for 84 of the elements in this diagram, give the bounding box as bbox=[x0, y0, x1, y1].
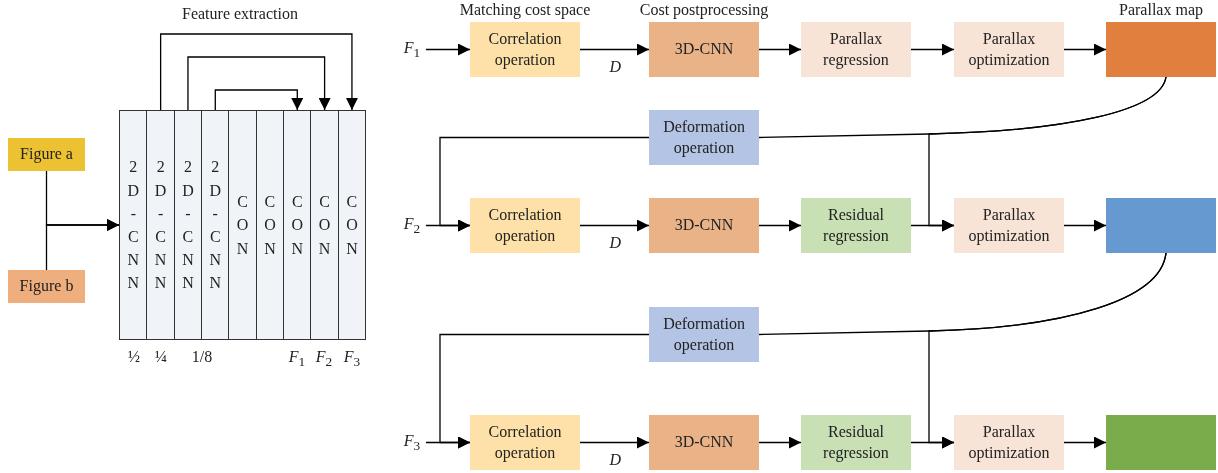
layer-column bbox=[228, 110, 257, 340]
layer-label: 2D-CNN bbox=[209, 157, 222, 294]
layer-label: CON bbox=[318, 192, 331, 259]
layer-label: CON bbox=[263, 192, 276, 259]
layer-label: 2D-CNN bbox=[181, 157, 195, 294]
scale-label: ¼ bbox=[155, 348, 167, 366]
process-box bbox=[954, 22, 1064, 77]
arrow bbox=[579, 219, 650, 232]
process-box bbox=[8, 270, 85, 303]
layer-column bbox=[310, 110, 339, 340]
column-heading: Matching cost space bbox=[459, 1, 591, 19]
result-map-block bbox=[1106, 22, 1216, 77]
result-map-block bbox=[1106, 415, 1216, 470]
edge-label: D bbox=[608, 451, 623, 468]
box-label: Parallax optimization bbox=[967, 28, 1051, 71]
column-heading: Parallax map bbox=[1119, 1, 1203, 19]
process-box bbox=[8, 138, 85, 171]
arrow bbox=[758, 436, 802, 449]
feature-label: F$_{3}$ bbox=[343, 348, 361, 370]
process-box bbox=[649, 307, 759, 362]
arrow bbox=[1063, 219, 1107, 232]
arrow bbox=[910, 219, 955, 232]
process-box bbox=[954, 415, 1064, 470]
arrow bbox=[1063, 436, 1107, 449]
edge-label: D bbox=[608, 234, 623, 251]
arrow bbox=[425, 436, 471, 449]
feature-label: F$_{1}$ bbox=[288, 348, 306, 370]
process-box bbox=[954, 198, 1064, 253]
process-box bbox=[470, 22, 580, 77]
input-label: F$_{2}$ bbox=[398, 214, 426, 238]
box-label: Residual regression bbox=[822, 421, 890, 464]
scale-label: ½ bbox=[128, 348, 140, 366]
process-box bbox=[649, 415, 759, 470]
arrow bbox=[910, 43, 955, 56]
box-label: Parallax regression bbox=[822, 28, 890, 71]
input-label: F$_{3}$ bbox=[398, 431, 426, 455]
box-label: Deformation operation bbox=[662, 313, 746, 356]
column-heading: Cost postprocessing bbox=[639, 1, 769, 19]
arrow bbox=[425, 219, 471, 232]
box-label: Correlation operation bbox=[487, 421, 563, 464]
layer-label: 2D-CNN bbox=[154, 157, 167, 294]
process-box bbox=[801, 22, 911, 77]
process-box bbox=[801, 415, 911, 470]
layer-label: CON bbox=[291, 192, 304, 259]
layer-column bbox=[337, 110, 367, 340]
arrow bbox=[187, 56, 331, 111]
arrow bbox=[160, 33, 358, 111]
layer-column bbox=[119, 110, 148, 340]
input-label: F$_{1}$ bbox=[398, 38, 426, 62]
process-box bbox=[649, 198, 759, 253]
result-map-block bbox=[1106, 198, 1216, 253]
box-label: Figure a bbox=[20, 144, 73, 165]
box-label: Deformation operation bbox=[662, 116, 746, 159]
box-label: Parallax optimization bbox=[967, 421, 1051, 464]
layer-column bbox=[146, 110, 175, 340]
layer-label: 2D-CNN bbox=[127, 157, 140, 294]
arrow bbox=[758, 43, 802, 56]
process-box bbox=[649, 22, 759, 77]
process-box bbox=[470, 198, 580, 253]
box-label: Parallax optimization bbox=[967, 204, 1051, 247]
section-heading: Feature extraction bbox=[182, 5, 298, 23]
arrow bbox=[1063, 43, 1107, 56]
arrow bbox=[579, 436, 650, 449]
box-label: Figure b bbox=[19, 276, 74, 297]
box-label: 3D-CNN bbox=[674, 432, 734, 453]
arrow bbox=[910, 436, 955, 449]
arrow bbox=[214, 89, 304, 111]
scale-label: 1/8 bbox=[191, 348, 213, 366]
box-label: Correlation operation bbox=[487, 204, 563, 247]
arrow bbox=[579, 43, 650, 56]
process-box bbox=[649, 110, 759, 165]
box-label: 3D-CNN bbox=[674, 39, 734, 60]
box-label: 3D-CNN bbox=[674, 215, 734, 236]
process-box bbox=[470, 415, 580, 470]
arrow bbox=[758, 219, 802, 232]
process-box bbox=[801, 198, 911, 253]
arrow bbox=[45, 219, 120, 271]
edge-label: D bbox=[608, 58, 623, 75]
box-label: Correlation operation bbox=[487, 28, 563, 71]
layer-label: CON bbox=[345, 192, 358, 259]
box-label: Residual regression bbox=[822, 204, 890, 247]
arrow bbox=[425, 43, 471, 56]
layer-label: CON bbox=[236, 192, 249, 259]
feature-label: F$_{2}$ bbox=[315, 348, 333, 370]
